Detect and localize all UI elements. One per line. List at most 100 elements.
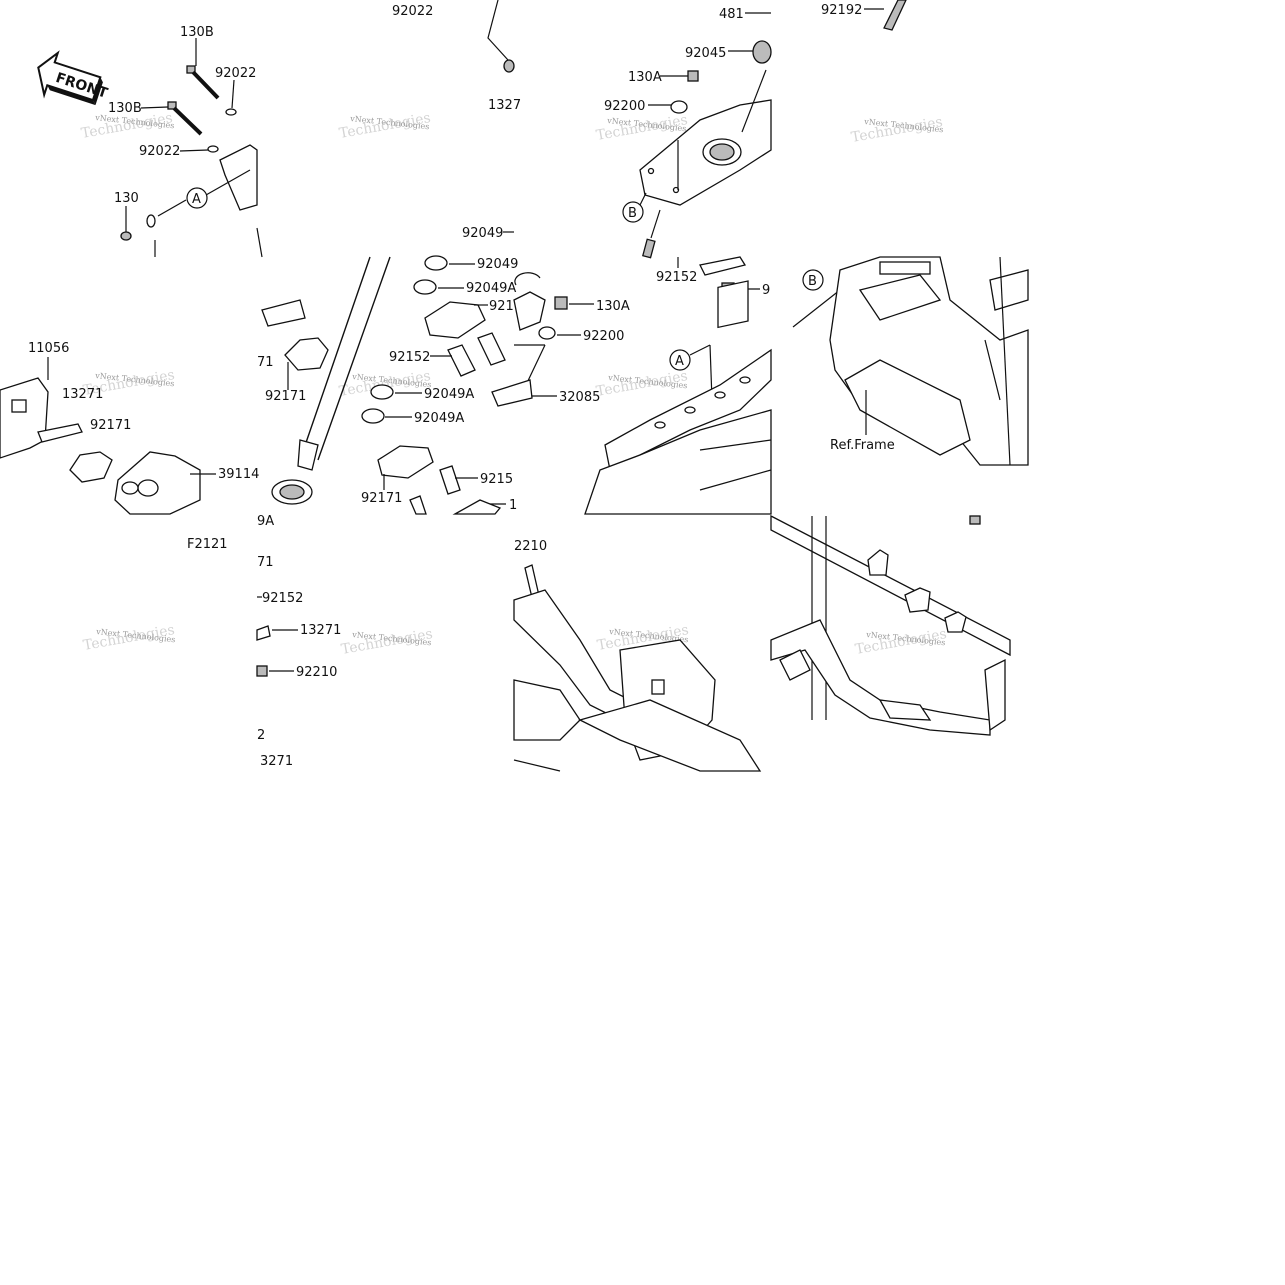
part-label: 130A bbox=[596, 299, 630, 314]
part-label: 921 bbox=[489, 299, 514, 314]
washer bbox=[225, 108, 237, 116]
part-label: 13271 bbox=[62, 387, 103, 402]
washer bbox=[670, 100, 688, 114]
tile-12 bbox=[770, 514, 1011, 736]
bolt-head bbox=[167, 101, 177, 110]
nut bbox=[256, 665, 268, 677]
tile-6: 71 92171 92049 92049A 921 92152 92049A 9… bbox=[257, 255, 518, 529]
callout-a bbox=[186, 187, 208, 209]
callout-b bbox=[802, 269, 824, 291]
mount-tab bbox=[867, 549, 889, 576]
bolt-head bbox=[687, 70, 699, 82]
part-label: 130B bbox=[108, 101, 142, 116]
o-ring bbox=[361, 408, 385, 424]
part-label: 92045 bbox=[685, 46, 726, 61]
part-label: 71 bbox=[257, 355, 274, 370]
figure-code: F2121 bbox=[187, 537, 228, 552]
washer bbox=[207, 145, 219, 153]
clamp bbox=[284, 337, 329, 371]
part-label: 92171 bbox=[90, 418, 131, 433]
snap-ring bbox=[514, 272, 541, 286]
part-label: 92049A bbox=[466, 281, 516, 296]
spacer bbox=[477, 332, 506, 366]
part-label: 92152 bbox=[262, 591, 303, 606]
part-label: 1 bbox=[509, 498, 517, 513]
part-label: 92022 bbox=[139, 144, 180, 159]
part-label: 130 bbox=[114, 191, 139, 206]
part-label: 92022 bbox=[215, 66, 256, 81]
part-label: 92049 bbox=[477, 257, 518, 272]
bolt-small bbox=[120, 231, 132, 241]
tile-3: 481 92045 130A 92200 B 92049 bbox=[462, 7, 772, 259]
tile-11: 2210 bbox=[513, 539, 762, 772]
clamp bbox=[377, 445, 434, 479]
part-label: 92022 bbox=[392, 4, 433, 19]
part-label: 130B bbox=[180, 25, 214, 40]
tile-2: 92022 1327 bbox=[256, 0, 521, 258]
spacer bbox=[447, 344, 476, 377]
clamp bbox=[69, 451, 113, 483]
part-label: 92210 bbox=[296, 665, 337, 680]
part-label: 92152 bbox=[389, 350, 430, 365]
part-label: 92200 bbox=[583, 329, 624, 344]
mount-tab bbox=[944, 611, 967, 633]
callout-a bbox=[669, 349, 691, 371]
stud-bolt bbox=[883, 0, 907, 31]
part-label: 9A bbox=[257, 514, 274, 529]
mount-tab bbox=[904, 587, 931, 613]
part-label: 92171 bbox=[265, 389, 306, 404]
part-label: 92192 bbox=[821, 3, 862, 18]
part-label: 130A bbox=[628, 70, 662, 85]
shaft-end bbox=[297, 439, 319, 471]
bracket bbox=[0, 377, 49, 459]
callout-a-label: A bbox=[192, 192, 201, 207]
tile-9: F2121 bbox=[187, 537, 228, 552]
callout-b-label: B bbox=[628, 206, 637, 221]
part-label: 13271 bbox=[300, 623, 341, 638]
tile-1: FRONT A 130B 92022 130B 92022 130 bbox=[37, 25, 258, 257]
part-label: 481 bbox=[719, 7, 744, 22]
tile-10: 71 92152 13271 92210 2 3271 bbox=[256, 555, 341, 769]
o-ring bbox=[370, 384, 394, 400]
o-ring bbox=[424, 255, 448, 271]
tile-8: B Ref.Frame bbox=[792, 256, 1029, 466]
part-label: 3271 bbox=[260, 754, 293, 769]
washer bbox=[146, 214, 156, 228]
ref-frame-label: Ref.Frame bbox=[830, 438, 895, 453]
part-label: 92152 bbox=[656, 270, 697, 285]
bearing bbox=[752, 40, 772, 64]
part-label: 2 bbox=[257, 728, 265, 743]
o-ring bbox=[413, 279, 437, 295]
part-label: 1327 bbox=[488, 98, 521, 113]
washer bbox=[538, 326, 556, 340]
tile-5: 11056 13271 92171 39114 bbox=[0, 341, 259, 515]
part-label: 92049 bbox=[462, 226, 503, 241]
part-label: 92049A bbox=[424, 387, 474, 402]
frame-lower bbox=[770, 619, 991, 736]
clamp-block bbox=[114, 451, 201, 515]
part-label: 71 bbox=[257, 555, 274, 570]
spacer bbox=[439, 465, 461, 495]
callout-b bbox=[622, 201, 644, 223]
part-label: 92049A bbox=[414, 411, 464, 426]
callout-b-label: B bbox=[808, 274, 817, 289]
bolt-head bbox=[186, 65, 196, 74]
front-arrow-icon: FRONT bbox=[37, 50, 110, 106]
tile-4: 92192 bbox=[821, 0, 907, 31]
part-label: 92200 bbox=[604, 99, 645, 114]
plate bbox=[37, 423, 83, 443]
tile-7: 130A 92200 32085 92152 9 A bbox=[491, 256, 772, 515]
part-label: 9215 bbox=[480, 472, 513, 487]
part-label: 92171 bbox=[361, 491, 402, 506]
part-label: 9 bbox=[762, 283, 770, 298]
bolt-head bbox=[554, 296, 568, 310]
part-label: 11056 bbox=[28, 341, 69, 356]
part-label: 2210 bbox=[514, 539, 547, 554]
callout-a-label: A bbox=[675, 354, 684, 369]
frame-body bbox=[584, 409, 772, 515]
part-label: 32085 bbox=[559, 390, 600, 405]
part-label: 39114 bbox=[218, 467, 259, 482]
clamp bbox=[424, 301, 486, 339]
bracket-plate bbox=[491, 379, 533, 407]
